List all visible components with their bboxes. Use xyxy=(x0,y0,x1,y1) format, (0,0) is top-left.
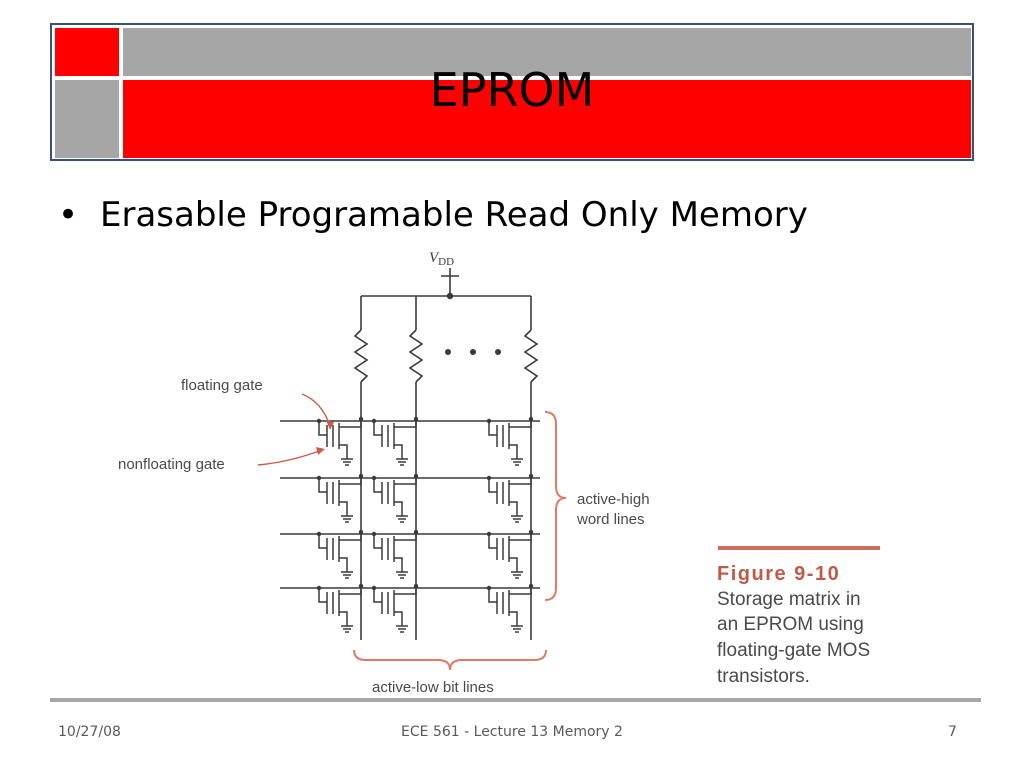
pullup-resistor-1 xyxy=(353,329,369,383)
title-banner: EPROM xyxy=(50,23,974,161)
memory-cell-transistor xyxy=(316,529,364,579)
memory-cell-transistor xyxy=(486,416,534,466)
bullet-dot-icon: • xyxy=(58,195,79,235)
footer-date: 10/27/08 xyxy=(58,724,121,740)
memory-cell-transistor xyxy=(371,416,419,466)
footer-divider xyxy=(50,698,981,702)
vdd-junction-dot xyxy=(446,292,454,300)
title-decor-red-panel xyxy=(123,80,971,158)
caption-rule xyxy=(718,546,880,550)
bullet-item: • Erasable Programable Read Only Memory xyxy=(58,188,958,242)
pullup-resistor-n xyxy=(523,329,539,383)
memory-cell-transistor xyxy=(486,529,534,579)
bit-lines-label: active-low bit lines xyxy=(372,679,494,696)
word-lines-brace xyxy=(544,411,567,601)
nonfloating-gate-label: nonfloating gate xyxy=(118,456,225,473)
vdd-label: VDD xyxy=(429,250,454,268)
title-decor-red-square xyxy=(55,28,119,76)
nonfloating-gate-leader xyxy=(257,449,323,466)
title-decor-gray-square xyxy=(55,80,119,158)
floating-gate-label: floating gate xyxy=(181,377,263,394)
title-decor-gray-strip xyxy=(123,28,971,76)
footer-page-number: 7 xyxy=(948,724,957,740)
nonfloating-gate-arrowhead-icon xyxy=(316,447,325,455)
memory-cell-transistor xyxy=(371,473,419,523)
memory-cell-transistor xyxy=(371,529,419,579)
pullup-resistor-2 xyxy=(408,329,424,383)
circuit-drawing xyxy=(280,268,540,640)
memory-cell-transistor xyxy=(316,583,364,633)
caption-line: Storage matrix in xyxy=(717,589,861,610)
eprom-storage-matrix-figure: VDD floating gate nonfloating gate activ… xyxy=(118,250,880,696)
memory-cell-transistor xyxy=(486,583,534,633)
bit-lines-brace xyxy=(353,649,547,671)
ellipsis-dot xyxy=(445,349,451,355)
memory-cell-transistor xyxy=(371,583,419,633)
ellipsis-dot xyxy=(470,349,476,355)
caption-line: transistors. xyxy=(717,666,810,687)
bullet-text: Erasable Programable Read Only Memory xyxy=(100,195,808,235)
floating-gate-arrowhead-icon xyxy=(326,420,334,430)
footer-course: ECE 561 - Lecture 13 Memory 2 xyxy=(401,724,623,740)
label-leaders xyxy=(257,393,334,466)
caption-heading: Figure 9-10 xyxy=(717,563,840,585)
memory-cell-transistor xyxy=(316,473,364,523)
memory-cell-transistor xyxy=(316,416,364,466)
caption-line: floating-gate MOS xyxy=(717,640,870,661)
floating-gate-transistor-array xyxy=(316,416,534,633)
word-lines-label-line2: word lines xyxy=(576,511,645,528)
slide-title: EPROM xyxy=(429,63,595,117)
caption-line: an EPROM using xyxy=(717,614,864,635)
memory-cell-transistor xyxy=(486,473,534,523)
word-lines-label-line1: active-high xyxy=(577,491,650,508)
ellipsis-dot xyxy=(495,349,501,355)
